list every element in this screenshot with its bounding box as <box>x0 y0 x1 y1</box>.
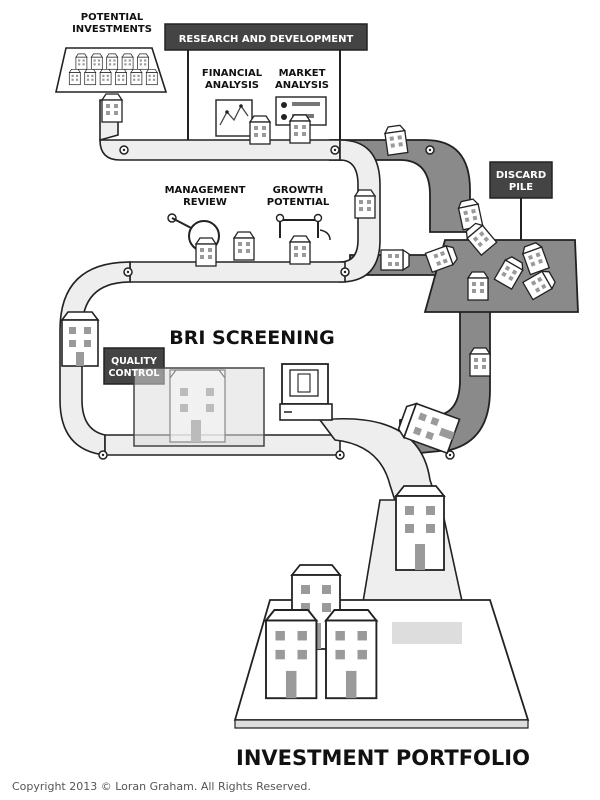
discard-pile-label-line2: PILE <box>509 182 533 193</box>
quality-control-label: QUALITY <box>111 356 157 367</box>
bri-screening-label: BRI SCREENING <box>169 327 334 349</box>
market-analysis-label: MARKET <box>279 68 326 79</box>
quality-control-station <box>103 347 265 447</box>
potential-investments-label-line2: INVESTMENTS <box>72 24 152 35</box>
research-development-label: RESEARCH AND DEVELOPMENT <box>179 34 354 45</box>
potential-investments-tray <box>54 47 168 123</box>
management-review-label: MANAGEMENT <box>165 185 246 196</box>
investment-portfolio-platform <box>233 564 530 729</box>
discard-pile-label: DISCARD <box>496 170 546 181</box>
financial-analysis-label-line2: ANALYSIS <box>205 80 259 91</box>
discard-pile <box>380 161 579 454</box>
screening-monitor <box>279 363 333 421</box>
research-development-station <box>164 23 368 145</box>
investment-portfolio-label: INVESTMENT PORTFOLIO <box>236 746 530 770</box>
copyright-notice: Copyright 2013 © Loran Graham. All Right… <box>12 780 311 793</box>
review-station <box>167 213 331 267</box>
management-review-label-line2: REVIEW <box>183 197 227 208</box>
potential-investments-label: POTENTIAL <box>81 12 144 23</box>
financial-analysis-label: FINANCIAL <box>202 68 263 79</box>
growth-potential-label: GROWTH <box>273 185 324 196</box>
quality-control-label-line2: CONTROL <box>109 368 160 379</box>
market-analysis-label-line2: ANALYSIS <box>275 80 329 91</box>
growth-potential-label-line2: POTENTIAL <box>267 197 330 208</box>
